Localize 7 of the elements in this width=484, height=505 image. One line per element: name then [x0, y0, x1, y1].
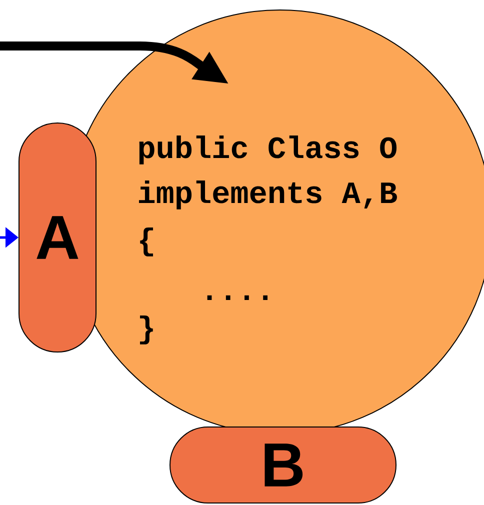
code-line: {	[140, 228, 154, 256]
interface-pill: A	[18, 122, 96, 352]
code-line: implements A,B	[139, 180, 397, 210]
code-line: public Class O	[139, 136, 397, 164]
interface-pill: B	[170, 426, 396, 504]
code-line: }	[140, 316, 153, 344]
code-line: ....	[207, 295, 268, 300]
